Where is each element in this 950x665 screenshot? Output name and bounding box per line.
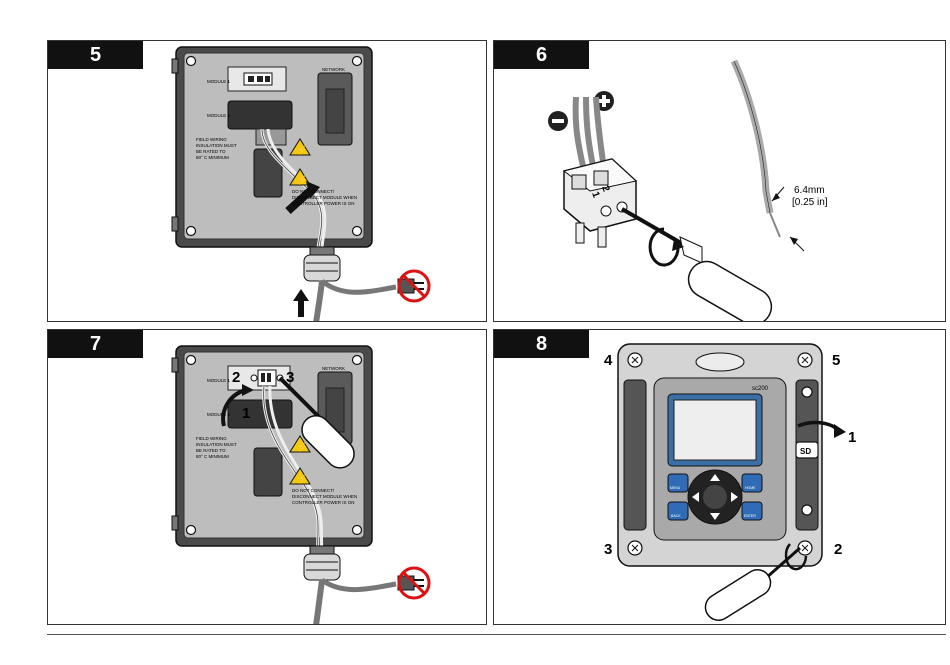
step-panel-5: 5 ⚡ ⚡ <box>47 40 487 322</box>
warning-line: CONTROLLER POWER IS ON <box>292 500 355 505</box>
step-number-badge: 8 <box>494 330 589 358</box>
module1-label: MODULE 1 <box>207 378 231 383</box>
field-wiring-line: FIELD WIRING <box>196 436 227 441</box>
svg-text:⚡: ⚡ <box>297 473 308 485</box>
step-panel-6: 6 1 2 <box>493 40 946 322</box>
warning-line: DISCONNECT MODULE WHEN <box>292 195 357 200</box>
menu-button-label: MENU <box>670 486 681 490</box>
network-label: NETWORK <box>322 67 345 72</box>
dimension-in: [0.25 in] <box>792 197 828 208</box>
terminal-wiring-illustration: 1 2 6.4mm [0.25 in] <box>548 59 828 321</box>
footer-divider <box>47 634 946 635</box>
callout-number: 1 <box>848 429 856 446</box>
callout-number: 3 <box>286 369 294 386</box>
module2-label: MODULE 2 <box>207 113 231 118</box>
callout-number: 2 <box>232 369 240 386</box>
callout-number: 5 <box>832 352 840 369</box>
dimension-mm: 6.4mm <box>794 185 825 196</box>
minus-icon <box>548 111 568 131</box>
step-panel-7: 7 ⚡ ⚡ 2 <box>47 329 487 625</box>
terminal-label: 2 <box>599 184 611 193</box>
home-button-label: HOME <box>745 486 756 490</box>
module1-label: MODULE 1 <box>207 79 231 84</box>
terminal-label: 1 <box>589 190 601 199</box>
step-number-badge: 7 <box>48 330 143 358</box>
warning-line: DISCONNECT MODULE WHEN <box>292 494 357 499</box>
callout-number: 1 <box>242 405 250 422</box>
field-wiring-line: INSULATION MUST <box>196 442 237 447</box>
callout-number: 4 <box>604 352 613 369</box>
svg-text:⚡: ⚡ <box>297 441 308 453</box>
enter-button-label: ENTER <box>744 514 756 518</box>
callout-number: 2 <box>834 541 842 558</box>
enclosure-illustration: ⚡ ⚡ MODULE 1 MODULE 2 NETWORK FIELD WIRI… <box>171 46 431 321</box>
warning-line: DO NOT CONNECT/ <box>292 488 335 493</box>
module2-label: MODULE 2 <box>207 412 231 417</box>
step-number-badge: 5 <box>48 41 143 69</box>
field-wiring-line: INSULATION MUST <box>196 143 237 148</box>
network-label: NETWORK <box>322 366 345 371</box>
back-button-label: BACK <box>671 514 681 518</box>
device-model-label: sc200 <box>752 386 769 392</box>
controller-illustration: sc200 MENU HOME BACK ENTER SD 4 5 1 3 <box>604 343 856 621</box>
svg-text:⚡: ⚡ <box>297 174 308 186</box>
callout-number: 3 <box>604 541 612 558</box>
field-wiring-line: 80° C MINIMUM <box>196 155 229 160</box>
sd-card-label: SD <box>800 447 811 456</box>
step-panel-8: 8 sc200 <box>493 329 946 625</box>
field-wiring-line: 80° C MINIMUM <box>196 454 229 459</box>
step-number-badge: 6 <box>494 41 589 69</box>
field-wiring-line: BE RATED TO <box>196 149 226 154</box>
warning-line: CONTROLLER POWER IS ON <box>292 201 355 206</box>
warning-line: DO NOT CONNECT/ <box>292 189 335 194</box>
field-wiring-line: BE RATED TO <box>196 448 226 453</box>
enclosure-illustration: ⚡ ⚡ 2 1 3 MODULE 1 MODULE 2 NETWORK FIEL… <box>171 345 431 624</box>
field-wiring-line: FIELD WIRING <box>196 137 227 142</box>
svg-text:⚡: ⚡ <box>297 144 308 156</box>
